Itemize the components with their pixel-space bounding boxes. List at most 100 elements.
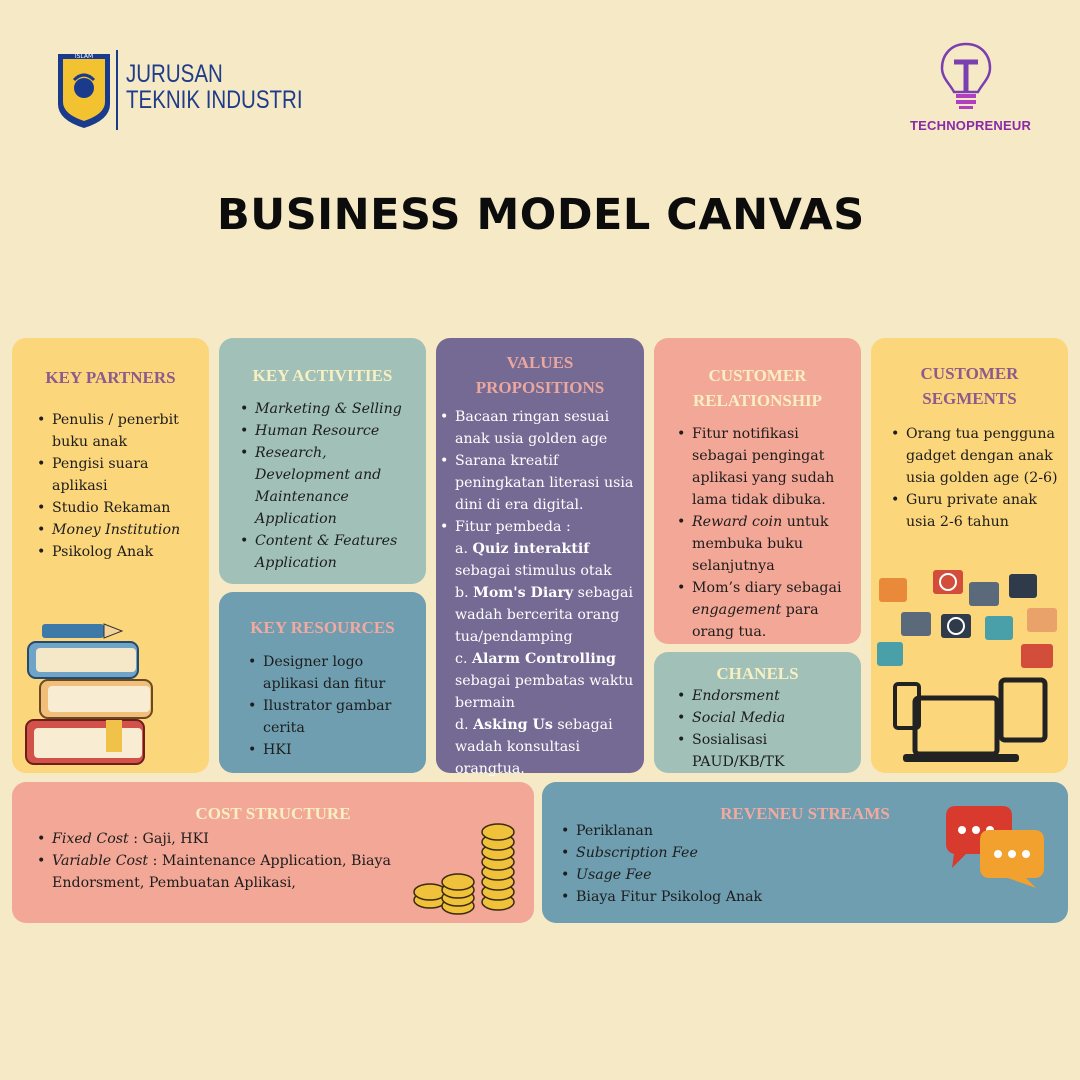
feature-name: Alarm Controlling xyxy=(471,651,616,667)
feature-name: Asking Us xyxy=(473,717,553,733)
emblem-icon: ISLAM xyxy=(58,53,110,128)
list-item: Periklanan xyxy=(560,820,860,842)
logo-line2: TEKNIK INDUSTRI xyxy=(126,86,303,114)
key-partners-list: Penulis / penerbit buku anak Pengisi sua… xyxy=(36,409,204,563)
chat-bubbles-icon xyxy=(946,806,1044,888)
customer-relationship-list: Fitur notifikasi sebagai pengingat aplik… xyxy=(676,423,858,643)
value-propositions-title: VALUES PROPOSITIONS xyxy=(436,350,644,400)
list-item: Biaya Fitur Psikolog Anak xyxy=(560,886,860,908)
list-item: Research, Development and Maintenance Ap… xyxy=(239,442,419,530)
list-item: Bacaan ringan sesuai anak usia golden ag… xyxy=(439,406,642,450)
list-item: Ilustrator gambar cerita xyxy=(247,695,419,739)
value-propositions-title-line2: PROPOSITIONS xyxy=(475,378,605,397)
key-resources-card: KEY RESOURCES Designer logo aplikasi dan… xyxy=(219,592,426,773)
emblem-top-text: ISLAM xyxy=(75,53,93,60)
customer-relationship-card: CUSTOMER RELATIONSHIP Fitur notifikasi s… xyxy=(654,338,861,644)
feature-list: a. Quiz interaktif sebagai stimulus otak… xyxy=(455,538,641,780)
revenue-streams-title: REVENEU STREAMS xyxy=(720,804,890,823)
key-activities-list: Marketing & Selling Human Resource Resea… xyxy=(239,398,419,574)
list-item: Penulis / penerbit buku anak xyxy=(36,409,204,453)
revenue-streams-list: Periklanan Subscription Fee Usage Fee Bi… xyxy=(560,820,860,908)
fixed-cost-label: Fixed Cost xyxy=(52,831,129,847)
revenue-streams-card: REVENEU STREAMS Periklanan Subscription … xyxy=(542,782,1068,923)
page-title: BUSINESS MODEL CANVAS xyxy=(217,190,865,240)
key-activities-title: KEY ACTIVITIES xyxy=(252,366,393,385)
customer-relationship-title-line1: CUSTOMER xyxy=(708,366,807,385)
customer-relationship-title: CUSTOMER RELATIONSHIP xyxy=(654,363,861,413)
customer-segments-title-line1: CUSTOMER xyxy=(920,364,1019,383)
list-item: HKI xyxy=(247,739,419,761)
list-item: Fitur notifikasi sebagai pengingat aplik… xyxy=(676,423,858,511)
list-item: Social Media xyxy=(676,707,858,729)
cost-structure-title: COST STRUCTURE xyxy=(195,804,351,823)
variable-cost-value: : Maintenance Application, Biaya Endorsm… xyxy=(52,853,391,891)
list-item: Guru private anak usia 2-6 tahun xyxy=(890,489,1062,533)
brand-name: TECHNOPRENEUR xyxy=(910,118,1032,133)
feature-prefix: a. xyxy=(455,541,473,557)
reward-coin-rest: untuk membuka buku selanjutnya xyxy=(692,514,829,574)
list-item: Variable Cost : Maintenance Application,… xyxy=(36,850,396,894)
customer-segments-list: Orang tua pengguna gadget dengan anak us… xyxy=(890,423,1062,533)
feature-item: a. Quiz interaktif sebagai stimulus otak xyxy=(455,538,641,582)
list-item: Usage Fee xyxy=(560,864,860,886)
customer-relationship-title-line2: RELATIONSHIP xyxy=(692,391,823,410)
feature-desc: sebagai wadah bercerita orang tua/pendam… xyxy=(455,585,633,645)
key-partners-card: KEY PARTNERS Penulis / penerbit buku ana… xyxy=(12,338,209,773)
list-item: Endorsment xyxy=(676,685,858,707)
value-propositions-title-line1: VALUES xyxy=(506,353,574,372)
feature-name: Mom's Diary xyxy=(473,585,574,601)
feature-prefix: b. xyxy=(455,585,474,601)
list-item: Marketing & Selling xyxy=(239,398,419,420)
list-item: Fixed Cost : Gaji, HKI xyxy=(36,828,396,850)
list-item: Designer logo aplikasi dan fitur xyxy=(247,651,419,695)
feature-name: Quiz interaktif xyxy=(472,541,590,557)
key-resources-title: KEY RESOURCES xyxy=(250,618,395,637)
technopreneur-logo: TECHNOPRENEUR xyxy=(906,40,1031,135)
value-propositions-list: Bacaan ringan sesuai anak usia golden ag… xyxy=(439,406,642,538)
cost-structure-card: COST STRUCTURE Fixed Cost : Gaji, HKI Va… xyxy=(12,782,534,923)
feature-desc: sebagai pembatas waktu bermain xyxy=(455,673,634,711)
list-item: Fitur pembeda : xyxy=(439,516,642,538)
channels-card: CHANELS Endorsment Social Media Sosialis… xyxy=(654,652,861,773)
moms-diary-end: para orang tua. xyxy=(692,602,819,640)
list-item: Studio Rekaman xyxy=(36,497,204,519)
list-item: Content & Features Application xyxy=(239,530,419,574)
fixed-cost-value: : Gaji, HKI xyxy=(128,831,209,847)
key-activities-card: KEY ACTIVITIES Marketing & Selling Human… xyxy=(219,338,426,584)
list-item: Subscription Fee xyxy=(560,842,860,864)
feature-item: b. Mom's Diary sebagai wadah bercerita o… xyxy=(455,582,641,648)
books-illustration xyxy=(25,623,153,765)
customer-segments-title-line2: SEGMENTS xyxy=(922,389,1017,408)
channels-title: CHANELS xyxy=(716,664,799,683)
channels-list: Endorsment Social Media Sosialisasi PAUD… xyxy=(676,685,858,773)
list-item: Orang tua pengguna gadget dengan anak us… xyxy=(890,423,1062,489)
list-item: Reward coin untuk membuka buku selanjutn… xyxy=(676,511,858,577)
feature-item: d. Asking Us sebagai wadah konsultasi or… xyxy=(455,714,641,780)
customer-segments-card: CUSTOMER SEGMENTS Orang tua pengguna gad… xyxy=(871,338,1068,773)
list-item: Sosialisasi PAUD/KB/TK xyxy=(676,729,858,773)
customer-segments-title: CUSTOMER SEGMENTS xyxy=(871,361,1068,411)
logo-line1: JURUSAN xyxy=(126,60,223,88)
list-item: Psikolog Anak xyxy=(36,541,204,563)
list-item: Money Institution xyxy=(36,519,204,541)
devices-illustration xyxy=(877,570,1057,762)
list-item: Sarana kreatif peningkatan literasi usia… xyxy=(439,450,642,516)
reward-coin-text: Reward coin xyxy=(692,514,783,530)
university-logo: ISLAM JURUSAN TEKNIK INDUSTRI xyxy=(54,50,304,132)
engagement-text: engagement xyxy=(692,602,782,618)
feature-item: c. Alarm Controlling sebagai pembatas wa… xyxy=(455,648,641,714)
value-propositions-card: VALUES PROPOSITIONS Bacaan ringan sesuai… xyxy=(436,338,644,777)
feature-desc: sebagai wadah konsultasi orangtua. xyxy=(455,717,613,777)
key-resources-list: Designer logo aplikasi dan fitur Ilustra… xyxy=(247,651,419,761)
list-item: Mom’s diary sebagai engagement para oran… xyxy=(676,577,858,643)
variable-cost-label: Variable Cost xyxy=(52,853,149,869)
logo-divider xyxy=(116,50,118,130)
list-item: Human Resource xyxy=(239,420,419,442)
list-item: Pengisi suara aplikasi xyxy=(36,453,204,497)
coins-illustration xyxy=(413,823,515,915)
key-partners-title: KEY PARTNERS xyxy=(45,368,176,387)
moms-diary-start: Mom’s diary sebagai xyxy=(692,580,842,596)
feature-desc: sebagai stimulus otak xyxy=(455,563,612,579)
cost-structure-list: Fixed Cost : Gaji, HKI Variable Cost : M… xyxy=(36,828,396,894)
feature-prefix: d. xyxy=(455,717,474,733)
